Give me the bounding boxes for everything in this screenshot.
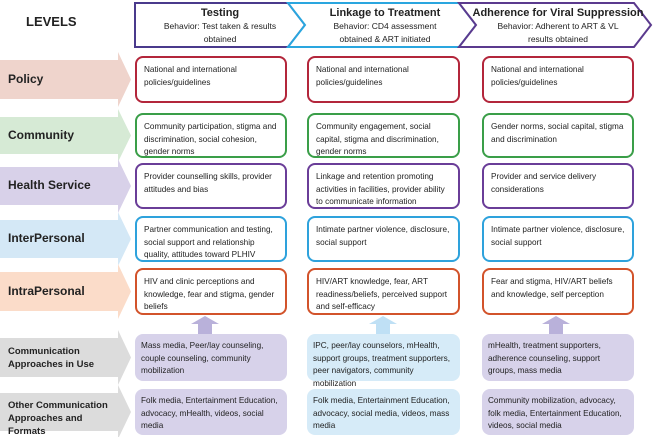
stage-behavior: Behavior: Adherent to ART & VL results o… [497, 21, 619, 44]
up-arrow-icon [191, 316, 219, 334]
level-arrow-community [0, 109, 131, 162]
factor-box: Fear and stigma, HIV/ART beliefs and kno… [482, 268, 634, 315]
factor-box: Partner communication and testing, socia… [135, 216, 287, 262]
level-arrow-intrapersonal [0, 264, 131, 319]
stage-header-chevrons [134, 2, 653, 48]
level-arrow-health-service [0, 159, 131, 213]
up-arrow-icon [542, 316, 570, 334]
stage-title: Testing [200, 7, 240, 19]
approach-arrow [0, 330, 131, 385]
level-label: Policy [8, 71, 44, 86]
factor-box: Provider counselling skills, provider at… [135, 163, 287, 209]
factor-box: National and international policies/guid… [307, 56, 460, 103]
level-label: InterPersonal [8, 231, 85, 245]
factor-box: Intimate partner violence, disclosure, s… [482, 216, 634, 262]
factor-box: Community participation, stigma and disc… [135, 113, 287, 158]
factor-box: Gender norms, social capital, stigma and… [482, 113, 634, 158]
levels-heading: LEVELS [26, 14, 77, 29]
level-arrow-interpersonal [0, 212, 131, 266]
approach-box: IPC, peer/lay counselors, mHealth, suppo… [307, 334, 460, 388]
stage-title: Adherence for Viral Suppression [472, 7, 644, 19]
stage-behavior: Behavior: CD4 assessment obtained & ART … [333, 21, 437, 44]
level-label: Health Service [8, 178, 91, 192]
level-arrow-policy [0, 52, 131, 107]
factor-box: National and international policies/guid… [482, 56, 634, 103]
level-label: Community [8, 127, 74, 142]
approach-arrow [0, 385, 131, 437]
approach-box: Folk media, Entertainment Education, adv… [307, 389, 460, 435]
level-label: IntraPersonal [8, 283, 85, 298]
approach-box: mHealth, treatment supporters, adherence… [482, 334, 634, 381]
factor-box: HIV/ART knowledge, fear, ART readiness/b… [307, 268, 460, 315]
up-arrow-icon [369, 316, 397, 334]
stage-behavior: Behavior: Test taken & results obtained [163, 21, 277, 44]
factor-box: National and international policies/guid… [135, 56, 287, 103]
factor-box: Provider and service delivery considerat… [482, 163, 634, 209]
approach-label: Communication Approaches in Use [8, 345, 95, 370]
stage-chevron-adherence [456, 2, 653, 48]
factor-box: Community engagement, social capital, st… [307, 113, 460, 158]
factor-box: Linkage and retention promoting activiti… [307, 163, 460, 209]
approach-box: Mass media, Peer/lay counseling, couple … [135, 334, 287, 381]
factor-box: Intimate partner violence, disclosure, s… [307, 216, 460, 262]
approach-box: Folk media, Entertainment Education, adv… [135, 389, 287, 435]
approach-label: Other Communication Approaches and Forma… [8, 400, 108, 437]
approach-box: Community mobilization, advocacy, folk m… [482, 389, 634, 435]
stage-title: Linkage to Treatment [329, 7, 441, 19]
factor-box: HIV and clinic perceptions and knowledge… [135, 268, 287, 315]
